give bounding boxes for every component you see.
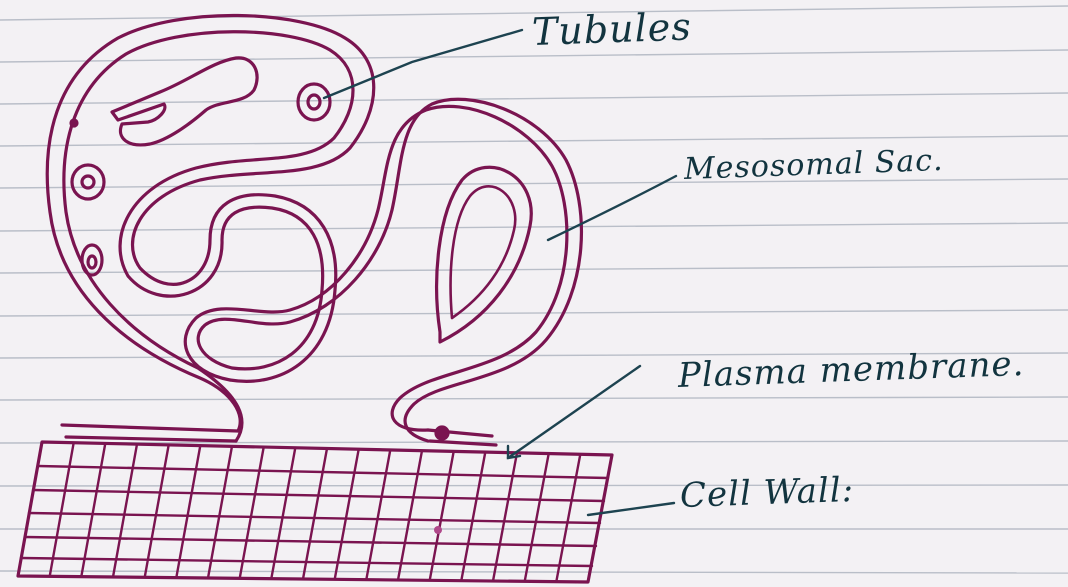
cell-wall-grid-line <box>430 451 454 580</box>
cell-wall-grid-line <box>81 443 105 576</box>
cell-wall-grid-line <box>145 445 169 577</box>
mesosomal-sac-inner <box>451 186 516 318</box>
mesosome-inner-membrane <box>64 32 353 441</box>
label-cell-wall: Cell Wall: <box>679 470 854 516</box>
cell-wall-grid-line <box>240 447 264 578</box>
cell-wall-grid-line <box>113 444 137 577</box>
cell-wall-grid-line <box>366 450 390 580</box>
cell-wall-grid-line <box>50 443 74 577</box>
cell-wall-grid-line <box>556 454 580 581</box>
mesosomal-sac-pointer <box>548 176 676 240</box>
ink-blot-3 <box>71 120 77 126</box>
cell-wall-grid-line <box>525 454 549 582</box>
plasma-membrane-pointer <box>508 366 640 458</box>
cell-wall-grid-line <box>493 453 517 581</box>
cell-wall-grid-line <box>398 451 422 580</box>
cell-wall-grid-line <box>335 449 359 579</box>
cell-wall-grid-line <box>271 448 295 579</box>
label-tubules: Tubules <box>531 4 692 54</box>
tubule-flask <box>112 58 257 145</box>
cell-wall-grid-line <box>176 446 200 578</box>
cell-wall-grid <box>18 442 612 582</box>
cell-wall-grid-line <box>303 449 327 580</box>
ink-blot-2 <box>434 526 442 534</box>
ink-blot <box>436 427 448 439</box>
cell-wall-grid-line <box>208 446 232 578</box>
cell-wall-grid-line <box>461 452 485 581</box>
